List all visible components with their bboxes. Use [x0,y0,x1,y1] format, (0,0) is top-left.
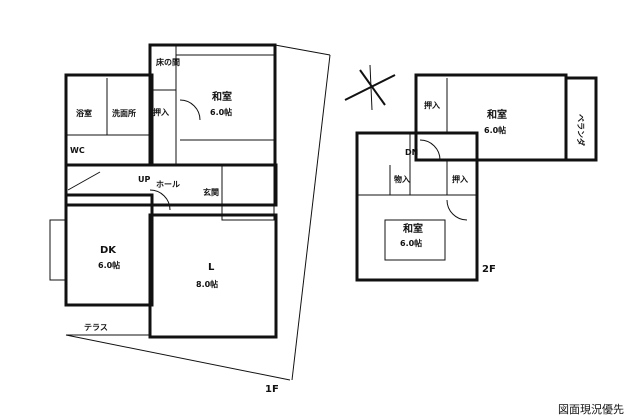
room-oshiire-2f-1: 押入 [424,100,440,110]
room-living-size: 8.0帖 [196,279,218,289]
room-living: L [208,262,215,273]
floor2-label: 2F [482,264,496,275]
room-dk: DK [100,245,117,256]
stairs-dn: DN [405,148,418,157]
floor1-label: 1F [265,384,279,395]
room-tokonoma: 床の間 [156,57,180,67]
room-entrance: 玄関 [203,187,219,197]
room-bath: 浴室 [76,108,92,118]
drawing-priority-note: 図面現況優先 [558,403,624,416]
room-washitsu-2f-2: 和室 [402,222,423,235]
compass-icon [344,64,396,111]
room-washitsu-2f-2-size: 6.0帖 [400,238,422,248]
room-washitsu-1f: 和室 [211,90,232,103]
room-washroom: 洗面所 [112,108,136,118]
floor2-plan [355,73,598,282]
room-veranda: ベランダ [576,114,586,146]
room-washitsu-1f-size: 6.0帖 [210,107,232,117]
room-wc: WC [70,146,85,155]
room-hall: ホール [156,180,180,189]
floor1-plan [49,43,331,381]
room-washitsu-2f-1: 和室 [486,108,507,121]
room-washitsu-2f-1-size: 6.0帖 [484,125,506,135]
room-terrace: テラス [84,323,108,332]
room-oshiire-1f: 押入 [153,107,169,117]
room-oshiire-2f-2: 押入 [452,174,468,184]
stairs-up: UP [138,175,150,184]
room-dk-size: 6.0帖 [98,260,120,270]
room-storage: 物入 [394,174,410,184]
